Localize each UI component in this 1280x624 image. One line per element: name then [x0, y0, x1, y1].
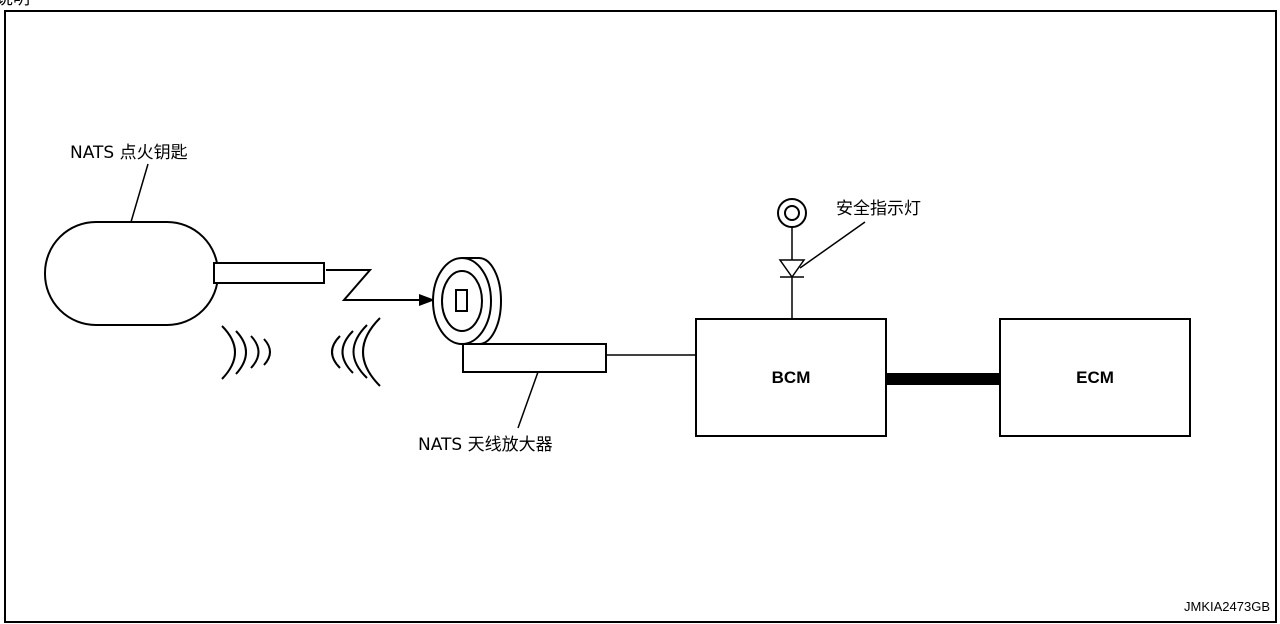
signal-arrowhead [419, 294, 435, 306]
ecm-label: ECM [1076, 368, 1114, 387]
amplifier-label: NATS 天线放大器 [418, 435, 553, 455]
signal-arrow [326, 269, 425, 301]
ignition-key [44, 221, 325, 326]
diode-symbol [778, 259, 806, 279]
header-text: 说明 [0, 0, 30, 9]
indicator-lamp-inner [784, 205, 800, 221]
antenna-wave-arcs [331, 317, 381, 387]
security-indicator [777, 198, 807, 319]
key-leader-line [130, 163, 149, 223]
figure-code: JMKIA2473GB [1184, 599, 1270, 614]
key-label: NATS 点火钥匙 [70, 143, 188, 163]
indicator-leader-line [799, 221, 866, 269]
antenna-coil [432, 257, 502, 345]
key-blade [213, 262, 325, 284]
key-head [44, 221, 219, 326]
bcm-box [695, 318, 887, 437]
ecm-box [999, 318, 1191, 437]
amplifier-leader-line [517, 371, 539, 429]
bcm-label: BCM [772, 368, 811, 387]
key-slot [455, 289, 468, 312]
indicator-label: 安全指示灯 [836, 199, 921, 219]
key-wave-arcs [221, 325, 271, 380]
diagram-frame [4, 10, 1277, 623]
can-line [886, 373, 1000, 385]
amplifier-body [462, 343, 607, 373]
